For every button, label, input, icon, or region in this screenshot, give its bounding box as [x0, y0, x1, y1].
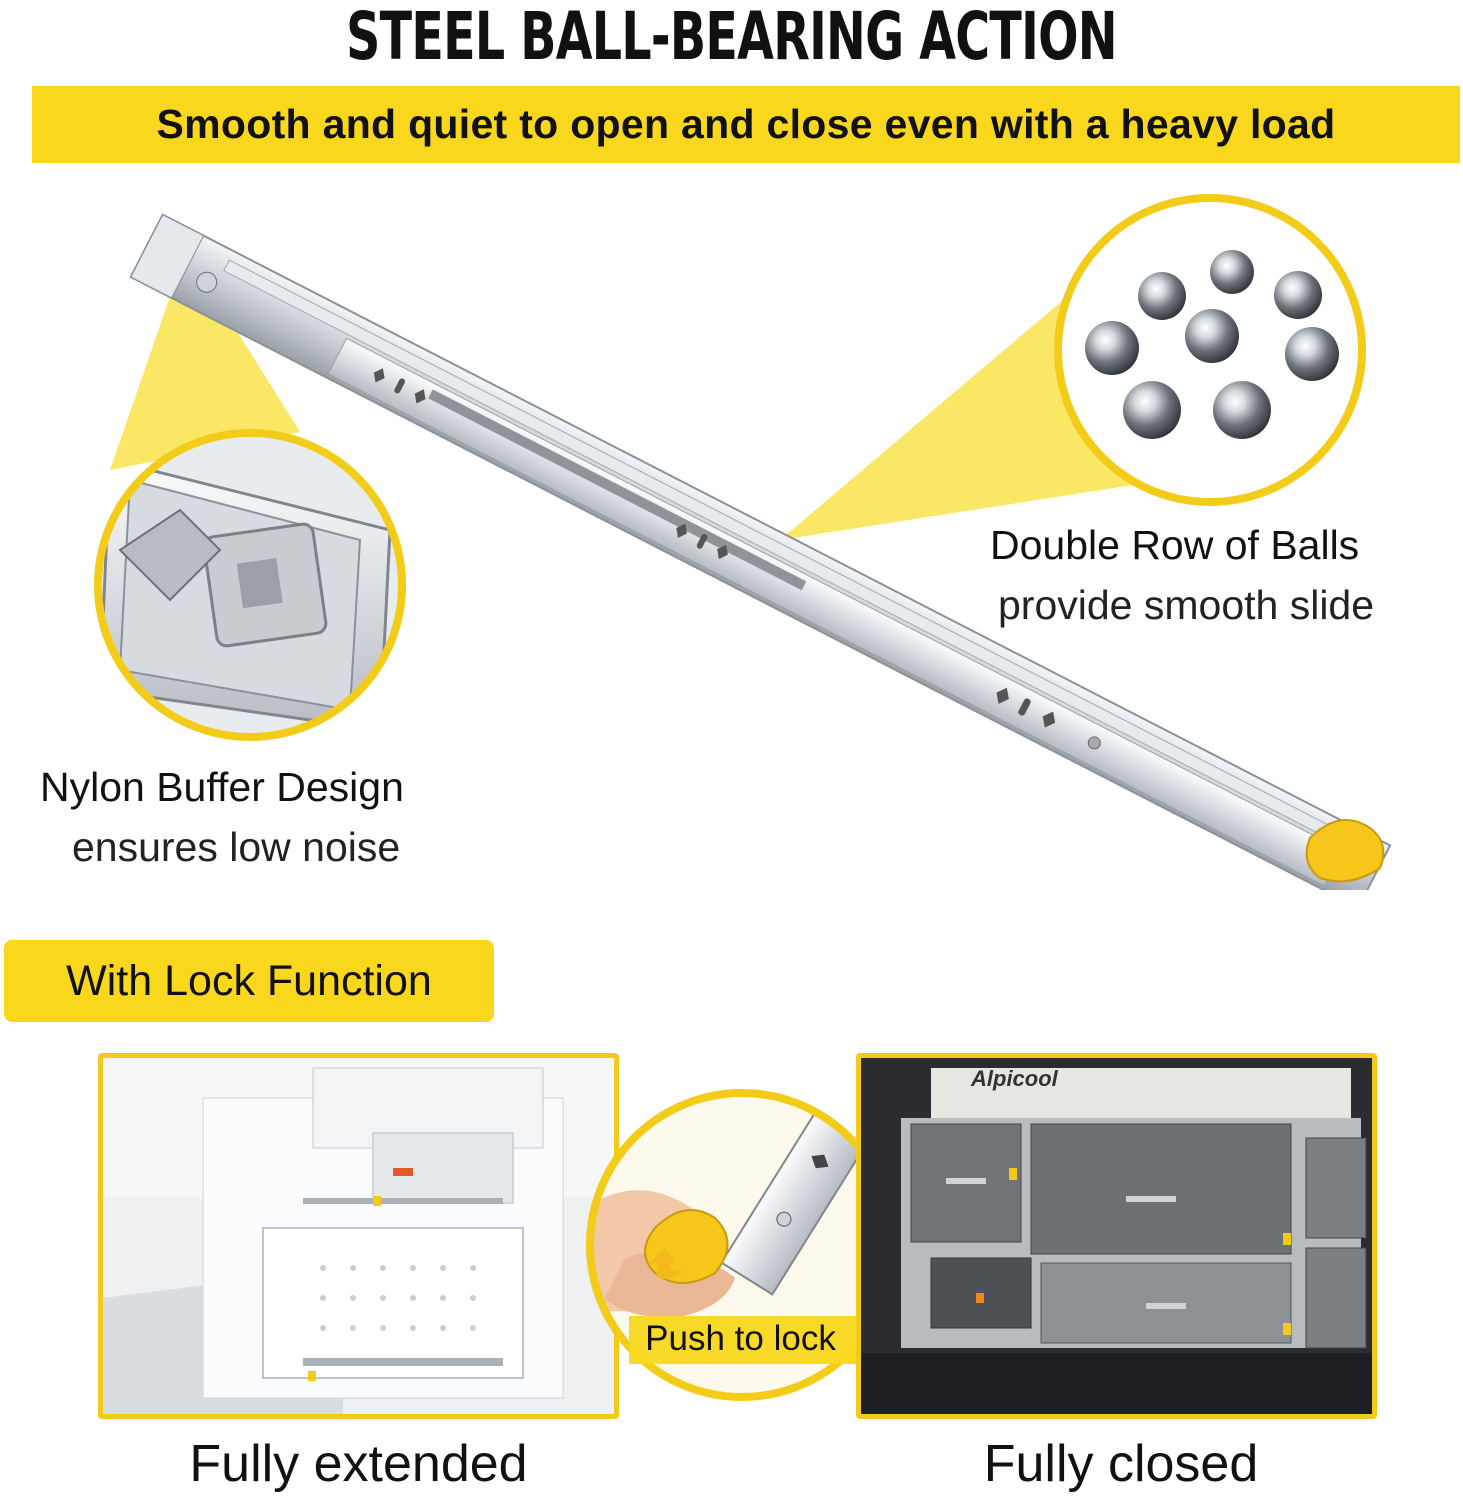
end-bumper	[1305, 819, 1385, 883]
lock-function-label: With Lock Function	[66, 956, 432, 1005]
buffer-callout-beam	[110, 282, 300, 470]
balls-description: provide smooth slide	[998, 582, 1375, 628]
subtitle-text: Smooth and quiet to open and close even …	[156, 101, 1336, 147]
slide-rail	[129, 213, 1392, 890]
photo-fully-closed: Alpicool	[856, 1053, 1377, 1419]
buffer-zoom	[98, 433, 402, 737]
subtitle-banner: Smooth and quiet to open and close even …	[32, 86, 1460, 163]
lock-function-badge: With Lock Function	[4, 940, 494, 1022]
extended-drawers-image	[103, 1058, 614, 1414]
caption-fully-extended: Fully extended	[189, 1435, 528, 1493]
caption-fully-closed: Fully closed	[983, 1435, 1259, 1493]
buffer-callout-circle	[94, 429, 406, 741]
photo-fully-extended	[98, 1053, 619, 1419]
buffer-title: Nylon Buffer Design	[40, 764, 404, 810]
closed-drawers-image: Alpicool	[861, 1058, 1372, 1414]
steel-balls	[1085, 250, 1339, 439]
push-to-lock-circle	[586, 1089, 898, 1401]
drawer-slide-illustration	[94, 194, 1392, 890]
page-title: STEEL BALL-BEARING ACTION	[346, 0, 1117, 75]
balls-title: Double Row of Balls	[990, 522, 1360, 568]
buffer-description: ensures low noise	[72, 824, 401, 870]
push-to-lock-label: Push to lock	[645, 1319, 836, 1358]
box-brand: Alpicool	[970, 1066, 1059, 1091]
